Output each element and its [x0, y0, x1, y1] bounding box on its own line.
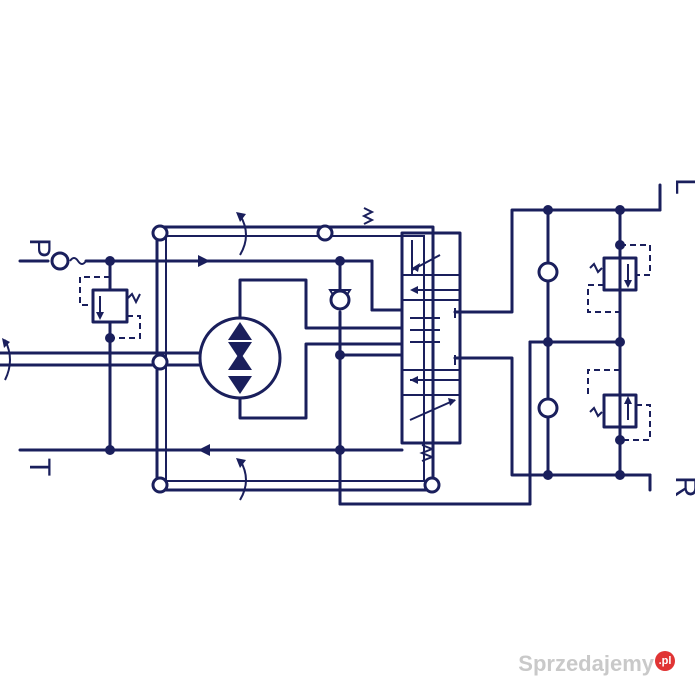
frame-nodes	[151, 224, 441, 494]
valve-spring-icon	[419, 444, 435, 462]
port-label-p: P	[23, 238, 56, 258]
watermark-suffix: .pl	[655, 651, 675, 671]
crossover-checks	[537, 205, 559, 480]
watermark: Sprzedajemy.pl	[518, 651, 675, 677]
t-return-line	[18, 444, 404, 456]
p-relief-valve	[79, 259, 141, 452]
right-relief-valves	[587, 183, 662, 492]
port-label-r: R	[669, 476, 695, 498]
arrow-left-icon	[198, 444, 210, 456]
directional-valve	[400, 231, 462, 462]
spring-icon	[361, 207, 375, 225]
arrow-right-icon	[198, 255, 210, 267]
port-label-t: T	[23, 458, 56, 476]
left-shaft	[0, 338, 202, 381]
valve-output-lines	[338, 208, 662, 506]
port-label-l: L	[669, 178, 695, 195]
hydraulic-motor	[198, 278, 404, 420]
watermark-text: Sprzedajemy	[518, 651, 654, 676]
check-valve-middle	[328, 259, 404, 506]
rotation-arrows	[236, 212, 247, 501]
